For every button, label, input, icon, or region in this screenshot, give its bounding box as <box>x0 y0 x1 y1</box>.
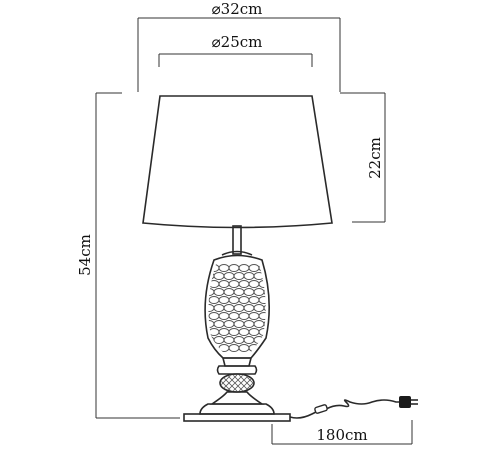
lamp-shade <box>142 95 333 229</box>
dimension-shade-height: 22cm <box>340 92 386 223</box>
shade-height-label: 22cm <box>366 137 384 179</box>
lamp-body <box>204 254 270 359</box>
lamp-knurled-ball <box>219 373 255 393</box>
inline-switch <box>314 404 328 414</box>
lamp-neck <box>216 357 258 375</box>
dimension-cord-length: 180cm <box>271 420 413 445</box>
dimension-shade-bottom-diameter: ⌀32cm <box>137 0 341 92</box>
body-lattice-pattern <box>208 264 266 352</box>
power-plug-icon <box>399 396 418 408</box>
dimension-shade-top-diameter: ⌀25cm <box>158 33 313 67</box>
cord-length-label: 180cm <box>316 426 367 444</box>
shade-top-diameter-label: ⌀25cm <box>212 33 263 51</box>
total-height-label: 54cm <box>76 234 94 276</box>
power-cord <box>289 396 418 419</box>
shade-bottom-diameter-label: ⌀32cm <box>212 0 263 18</box>
dimension-total-height: 54cm <box>76 92 180 419</box>
lamp-stem <box>221 225 253 256</box>
lamp-base <box>183 391 291 422</box>
